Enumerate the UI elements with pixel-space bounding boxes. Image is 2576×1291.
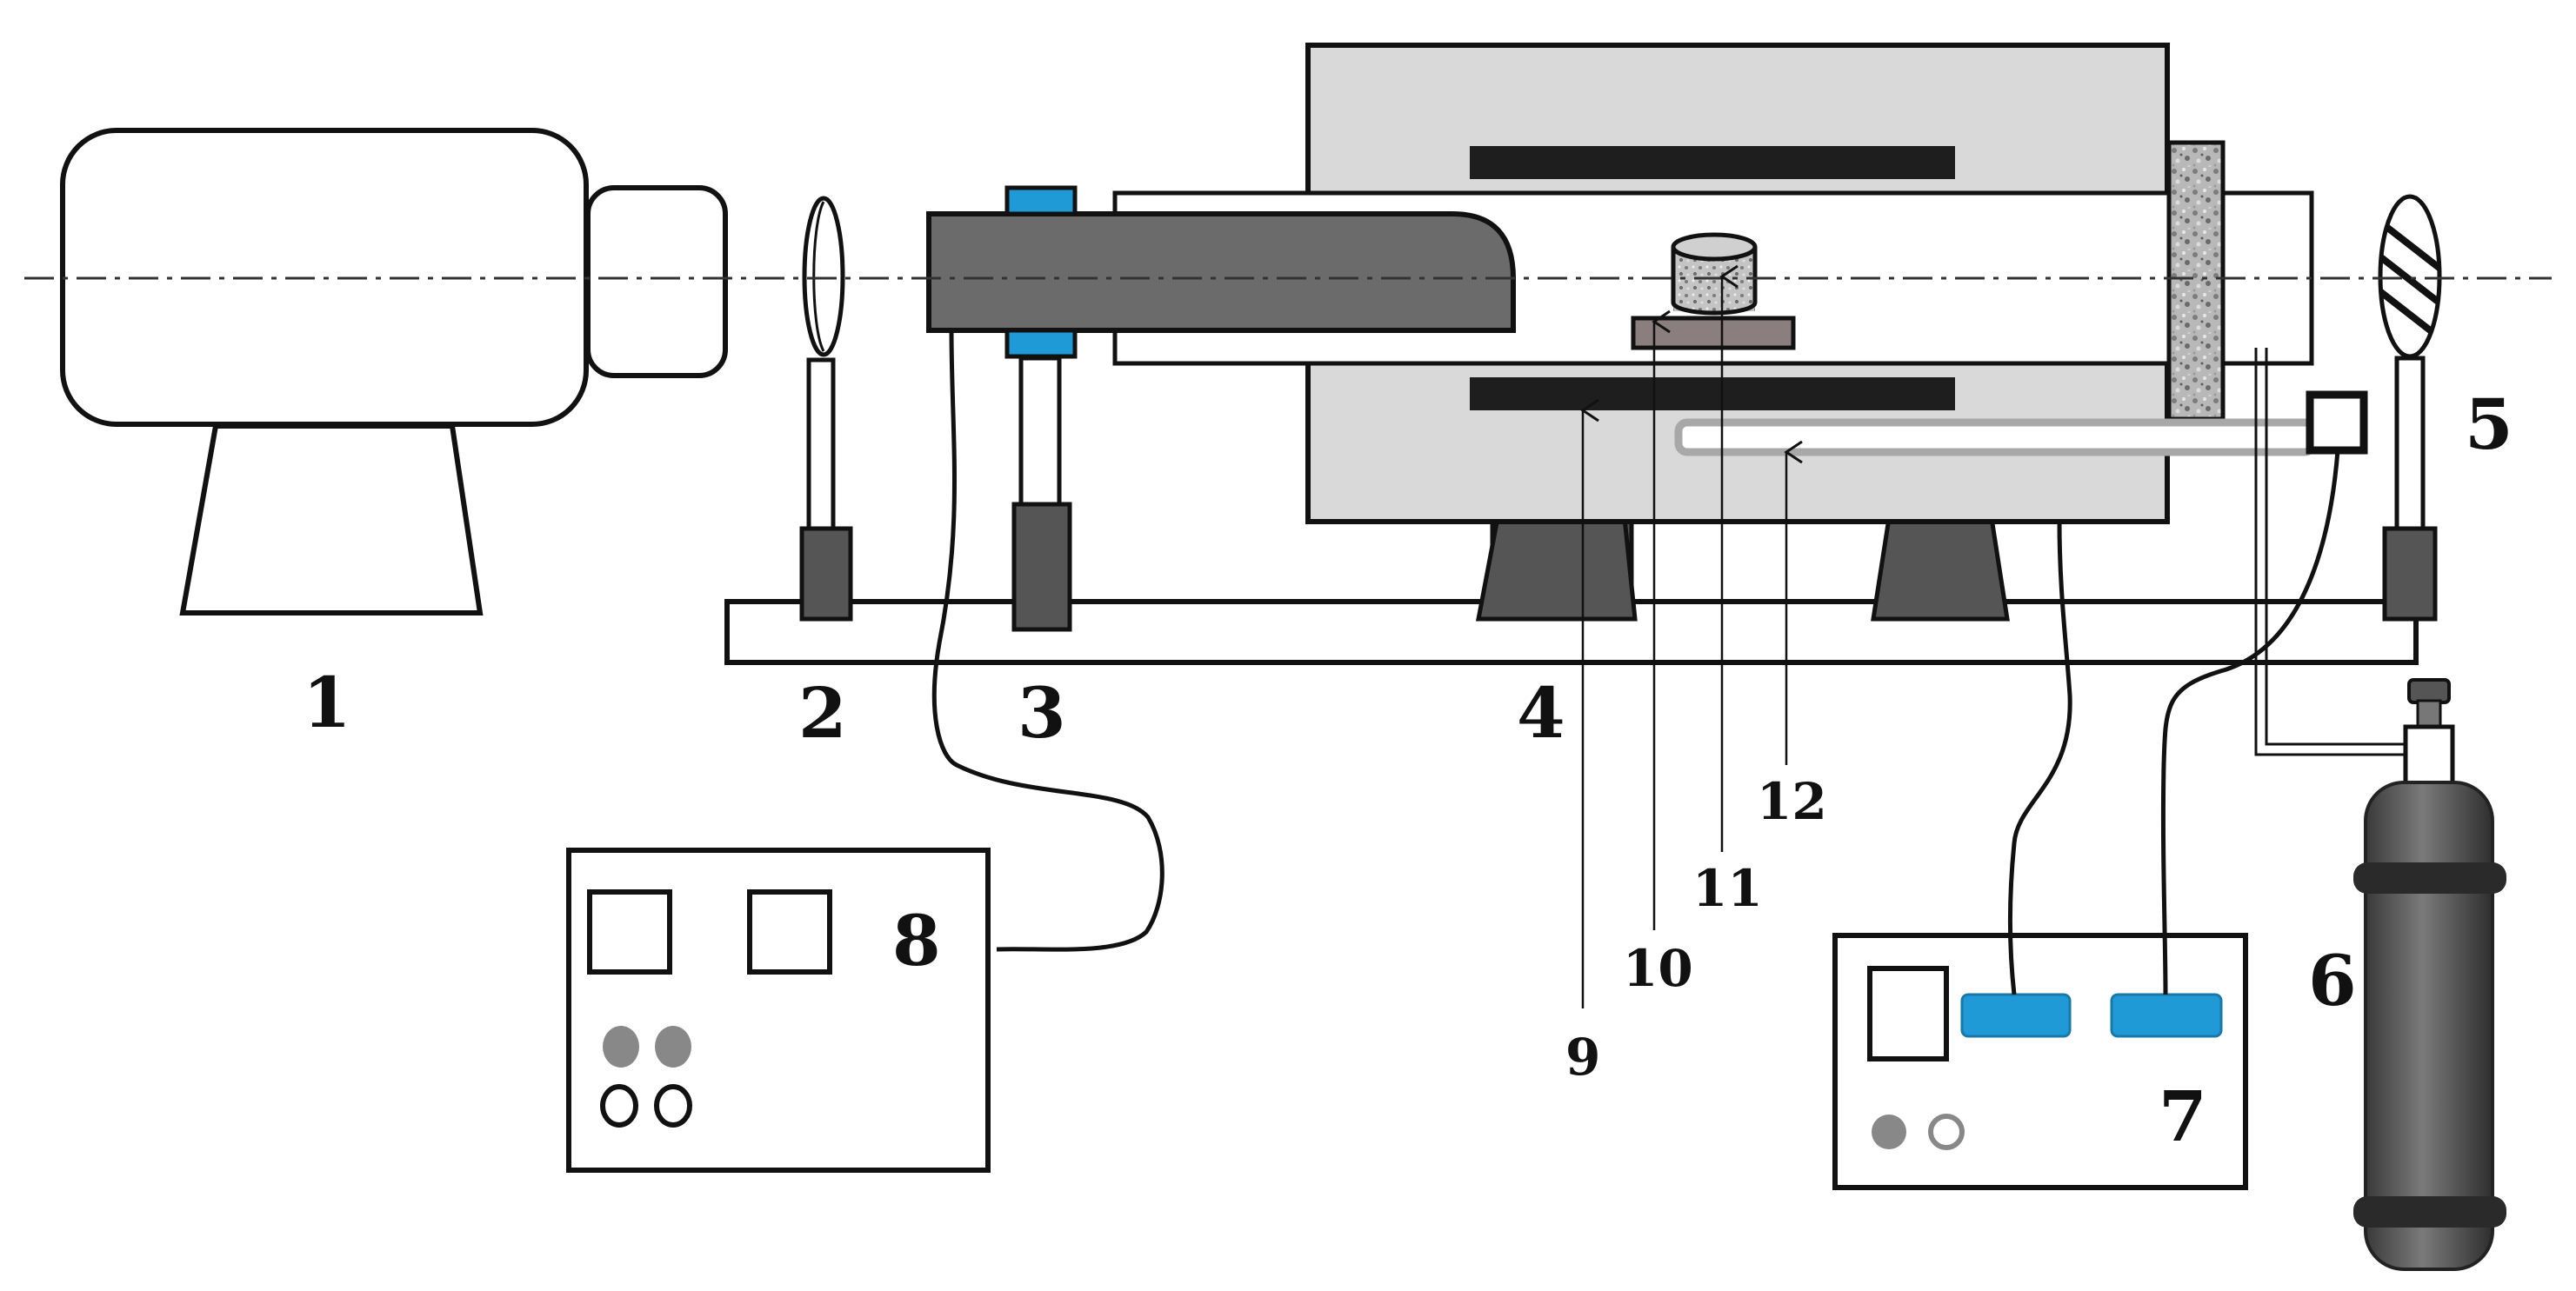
cable-thermocouple	[2160, 449, 2340, 995]
heater-top	[1470, 146, 1955, 179]
sample-holder	[1631, 316, 1796, 350]
cylinder-knob	[2407, 678, 2451, 704]
end-plug	[2166, 140, 2226, 422]
cable-laser	[931, 329, 1165, 952]
connector-right	[2110, 993, 2223, 1038]
cylinder-ring-bottom	[2353, 1196, 2506, 1228]
filter-holder	[2378, 194, 2442, 622]
label-1: 1	[303, 662, 351, 743]
indicator-open	[1928, 1114, 1965, 1150]
push-rod-body	[926, 211, 1516, 333]
thermocouple-connector	[2306, 390, 2368, 455]
cable-heater	[2008, 521, 2072, 995]
sample	[1671, 232, 1758, 316]
knob-open-1	[600, 1084, 638, 1128]
cylinder-ring-top	[2353, 862, 2506, 894]
knob-open-2	[654, 1084, 692, 1128]
gas-line	[2254, 348, 2409, 756]
thermocouple-tube	[1674, 418, 2318, 456]
camera	[60, 128, 728, 616]
clamp-bottom	[1004, 328, 1078, 359]
clamp-top	[1004, 185, 1078, 216]
camera-stand	[179, 423, 484, 616]
labels: 1 2 3 4 5 6 7 8 9 10 11 12	[303, 383, 2513, 1157]
gas-cylinder	[2353, 678, 2506, 1271]
label-4: 4	[1517, 672, 1565, 754]
label-2: 2	[798, 672, 847, 754]
lens-holder	[799, 196, 853, 622]
filter-post-base	[2382, 526, 2438, 622]
label-12: 12	[1757, 772, 1827, 831]
label-3: 3	[1018, 672, 1066, 754]
holder-post-base	[1011, 502, 1072, 632]
indicator-filled	[1872, 1115, 1906, 1149]
push-rod	[926, 185, 1516, 359]
filter-post	[2394, 356, 2426, 535]
lens	[802, 196, 845, 357]
display-left	[587, 889, 672, 975]
furnace-leg-right	[1871, 516, 2010, 622]
label-11: 11	[1692, 859, 1763, 918]
temperature-controller	[1832, 933, 2248, 1190]
lens-post	[806, 357, 836, 536]
label-8: 8	[892, 900, 941, 982]
knob-filled-1	[603, 1026, 639, 1068]
connector-left	[1960, 993, 2072, 1038]
laser-controller	[566, 848, 991, 1173]
cables	[931, 329, 2340, 995]
cylinder-valve	[2403, 724, 2455, 789]
label-7: 7	[2159, 1075, 2207, 1157]
label-9: 9	[1565, 1028, 1600, 1087]
camera-lens	[585, 185, 728, 378]
label-5: 5	[2465, 383, 2513, 465]
label-10: 10	[1623, 939, 1693, 998]
heater-bottom	[1470, 377, 1955, 410]
label-6: 6	[2308, 940, 2357, 1021]
holder-post	[1011, 356, 1072, 632]
controller-7-display	[1867, 966, 1949, 1061]
display-right	[747, 889, 832, 975]
cylinder-body	[2364, 781, 2494, 1271]
knob-filled-2	[655, 1026, 691, 1068]
holder-post-rod	[1018, 356, 1062, 512]
callout-leaders	[1580, 264, 1803, 1008]
lens-post-base	[799, 526, 853, 622]
